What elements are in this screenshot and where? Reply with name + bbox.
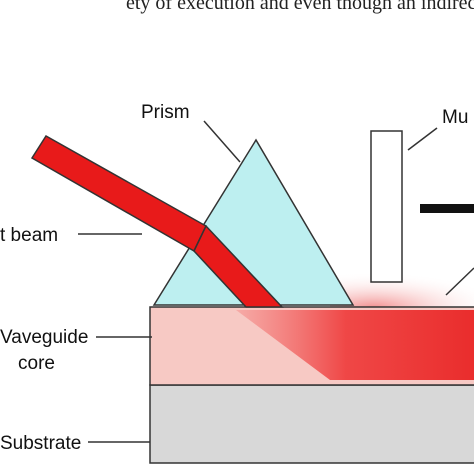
output-bar	[420, 204, 474, 213]
beam-label: t beam	[0, 225, 58, 246]
mu-label: Mu	[442, 107, 468, 128]
mu-leader	[407, 127, 438, 151]
prism-leader	[203, 120, 241, 163]
refracted-beam	[193, 224, 284, 308]
caption-fragment: ety of execution and even though an indi…	[126, 0, 474, 14]
substrate-layer	[149, 384, 474, 464]
surface-leader	[445, 267, 474, 296]
substrate-label: Substrate	[0, 433, 81, 454]
mu-element	[370, 130, 403, 283]
core-label: core	[18, 353, 55, 374]
guided-light	[236, 310, 474, 380]
waveguide-label: Vaveguide	[0, 327, 88, 348]
prism-label: Prism	[141, 102, 190, 123]
